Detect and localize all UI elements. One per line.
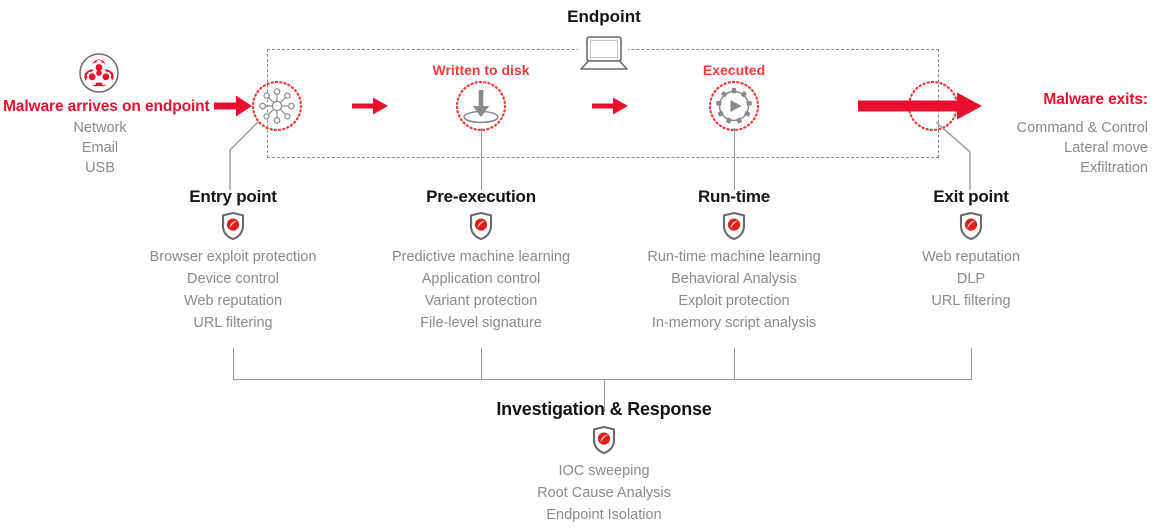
column-features-run-time: Run-time machine learning Behavioral Ana… [647,246,820,334]
bracket-tick-entry [233,348,235,380]
column-title-entry-point: Entry point [189,187,277,206]
feature-item: DLP [956,271,986,287]
feature-item: Root Cause Analysis [537,485,671,501]
shield-icon [959,211,983,241]
feature-item: Application control [421,271,541,287]
feature-item: File-level signature [420,315,542,331]
feature-item: Predictive machine learning [391,249,571,265]
laptop-icon [575,34,633,74]
column-title-run-time: Run-time [697,187,771,206]
feature-item: URL filtering [193,315,273,331]
entry-vectors: Network Email USB [73,118,126,178]
biohazard-icon [76,50,122,96]
bracket-tick-run-time [734,348,736,380]
malware-exits-headline: Malware exits: [1043,91,1148,108]
feature-item: URL filtering [931,293,1011,309]
summary-title: Investigation & Response [496,399,712,419]
feature-item: Variant protection [424,293,538,309]
gear-play-icon [707,79,761,133]
arrow-right-icon [592,92,630,120]
bracket-tick-exit [971,348,973,380]
feature-item: IOC sweeping [558,463,650,479]
exit-vector-item: Command & Control [1016,120,1148,136]
bracket-tick-pre-execution [481,348,483,380]
feature-item: Web reputation [183,293,283,309]
write-to-disk-icon [454,79,508,133]
entry-leader-line [206,120,266,192]
executed-label: Executed [702,62,766,78]
entry-vector-item: Email [81,140,119,156]
arrow-right-icon [352,92,390,120]
endpoint-title: Endpoint [567,7,641,26]
column-title-exit-point: Exit point [933,187,1009,206]
pre-execution-leader-line [481,128,483,190]
written-to-disk-label: Written to disk [432,62,530,78]
network-node-icon [250,79,304,133]
entry-vector-item: Network [73,120,127,136]
column-features-pre-execution: Predictive machine learning Application … [392,246,570,334]
exit-vector-item: Exfiltration [1080,160,1148,176]
summary-features: IOC sweeping Root Cause Analysis Endpoin… [537,460,671,526]
malware-arrives-headline: Malware arrives on endpoint [3,98,210,115]
column-features-entry-point: Browser exploit protection Device contro… [150,246,317,334]
exit-leader-line [930,118,990,192]
feature-item: Browser exploit protection [149,249,317,265]
feature-item: Web reputation [921,249,1021,265]
feature-item: Endpoint Isolation [546,507,662,523]
column-features-exit-point: Web reputation DLP URL filtering [922,246,1020,312]
exit-vector-item: Lateral move [1064,140,1148,156]
exit-vectors: Command & Control Lateral move Exfiltrat… [1017,118,1148,178]
shield-icon [221,211,245,241]
bracket-horizontal-bar [233,379,972,381]
shield-icon [469,211,493,241]
shield-icon [722,211,746,241]
feature-item: Run-time machine learning [647,249,821,265]
feature-item: Behavioral Analysis [671,271,797,287]
shield-icon [592,425,616,455]
entry-vector-item: USB [85,160,115,176]
arrow-through-circle-icon [858,79,990,133]
feature-item: Exploit protection [678,293,790,309]
feature-item: In-memory script analysis [651,315,817,331]
bracket-stem-to-summary [604,379,606,412]
run-time-leader-line [734,128,736,190]
feature-item: Device control [187,271,279,287]
arrow-right-icon [214,92,254,120]
column-title-pre-execution: Pre-execution [426,187,536,206]
